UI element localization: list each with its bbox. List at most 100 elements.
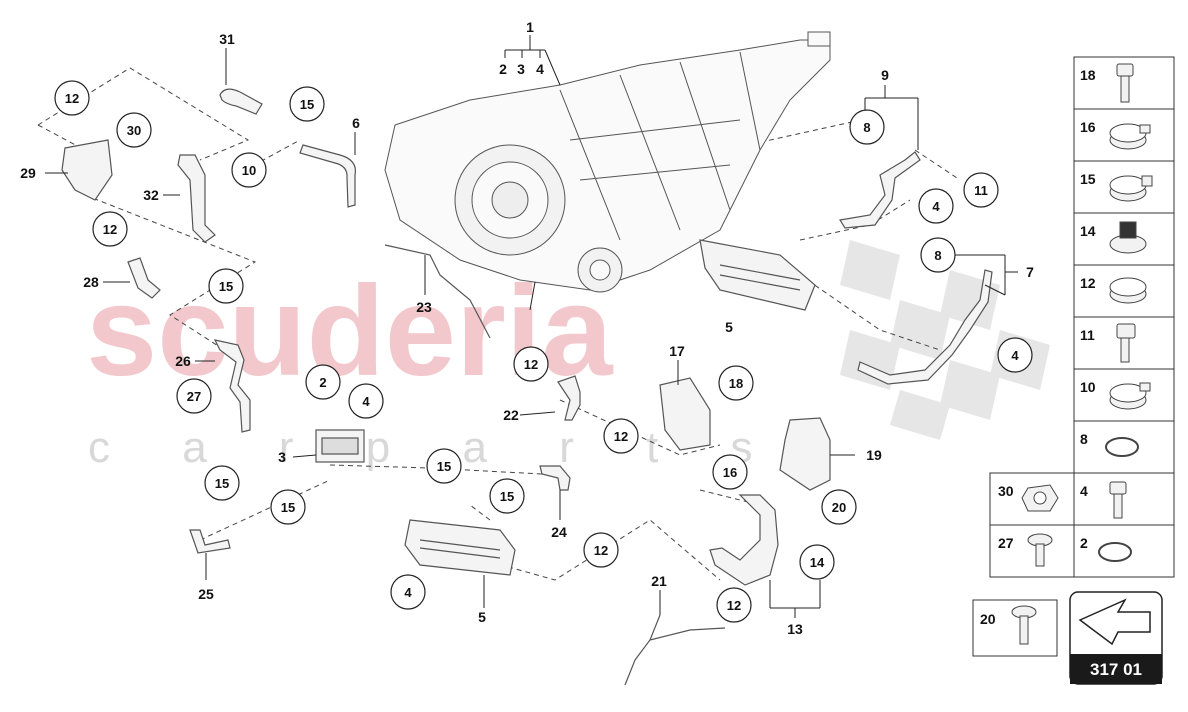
table-num-12: 12 [1080,275,1096,291]
label-29: 29 [20,165,36,181]
label-5-upper: 5 [725,319,733,335]
callout-12: 12 [727,598,741,613]
part-labels: 1 2 3 4 31 6 29 32 28 26 23 5 17 22 3 19… [20,19,1034,637]
label-32: 32 [143,187,159,203]
table-num-11: 11 [1080,327,1095,343]
part-22-hose [557,375,581,421]
table-num-30: 30 [998,483,1014,499]
part-25-elbow [189,529,231,554]
callout-15: 15 [437,459,451,474]
part-6-pipe [299,144,357,208]
part-5-upper-cooler [699,239,816,311]
label-22: 22 [503,407,519,423]
label-5-lower: 5 [478,609,486,625]
label-3-cooler: 3 [278,449,286,465]
part-7-pipe [857,269,993,385]
callout-2: 2 [319,375,326,390]
reference-code: 317 01 [1090,660,1142,679]
callout-12: 12 [614,429,628,444]
label-3: 3 [517,61,525,77]
label-25: 25 [198,586,214,602]
callout-8: 8 [934,248,941,263]
callout-4: 4 [404,585,412,600]
callout-8: 8 [863,120,870,135]
nut-icon [1021,484,1059,512]
bolt-icon [1109,481,1127,519]
hose-clamp-icon [1109,175,1153,202]
callouts: 12 15 30 10 12 15 27 15 15 2 4 15 15 4 1… [54,80,1033,623]
callout-12: 12 [103,222,117,237]
callout-10: 10 [242,163,256,178]
part-17-block [659,377,711,451]
label-28: 28 [83,274,99,290]
table-num-4: 4 [1080,483,1088,499]
label-23: 23 [416,299,432,315]
callout-30: 30 [127,123,141,138]
part-31-hose [219,88,263,115]
transmission-assembly [384,31,831,293]
label-4: 4 [536,61,544,77]
part-9-pipe [839,151,921,229]
callout-12: 12 [524,357,538,372]
part-26-pipe [213,339,251,433]
label-19: 19 [866,447,882,463]
callout-18: 18 [729,376,743,391]
part-21-bracket [624,614,726,686]
table-num-8: 8 [1080,431,1088,447]
part-28-hose [127,257,161,299]
part-5-lower-cooler [404,519,516,576]
part-13-hose [709,494,779,586]
reference-badge: 317 01 [1069,591,1163,685]
label-9: 9 [881,67,889,83]
callout-11: 11 [974,183,988,198]
hose-clamp-icon [1109,382,1151,410]
hose-clamp-icon [1109,123,1151,150]
label-26: 26 [175,353,191,369]
table-num-18: 18 [1080,67,1096,83]
part-32-hose [177,154,216,243]
part-19-shield [779,417,831,491]
clip-icon [1109,221,1147,254]
arrow-icon [1078,598,1151,646]
callout-27: 27 [187,389,201,404]
label-17: 17 [669,343,685,359]
callout-15: 15 [215,476,229,491]
table-num-16: 16 [1080,119,1096,135]
label-31: 31 [219,31,235,47]
callout-20: 20 [832,500,846,515]
table-num-20: 20 [980,611,996,627]
part-24-elbow [539,465,571,491]
part-23-rod [384,244,491,339]
callout-12: 12 [65,91,79,106]
callout-15: 15 [219,279,233,294]
table-num-2: 2 [1080,535,1088,551]
component-parts [61,88,993,686]
label-6: 6 [352,115,360,131]
o-ring-icon [1098,542,1132,562]
callout-4: 4 [362,394,370,409]
callout-12: 12 [594,543,608,558]
hose-clamp-icon [1109,277,1147,304]
table-num-14: 14 [1080,223,1096,239]
callout-4: 4 [1011,348,1019,363]
part-29-bracket [61,139,113,201]
callout-15: 15 [500,489,514,504]
callout-15: 15 [300,97,314,112]
label-7: 7 [1026,264,1034,280]
label-21: 21 [651,573,667,589]
solid-leaders [45,35,1018,618]
label-1: 1 [526,19,534,35]
callout-16: 16 [723,465,737,480]
watermark-sub: c a r p a r t s [88,423,783,472]
o-ring-icon [1105,437,1139,457]
table-num-10: 10 [1080,379,1096,395]
callout-15: 15 [281,500,295,515]
table-num-27: 27 [998,535,1014,551]
callout-14: 14 [810,555,825,570]
banjo-bolt-icon [1116,323,1136,363]
table-num-15: 15 [1080,171,1096,187]
bolt-icon [1116,63,1134,103]
label-24: 24 [551,524,567,540]
